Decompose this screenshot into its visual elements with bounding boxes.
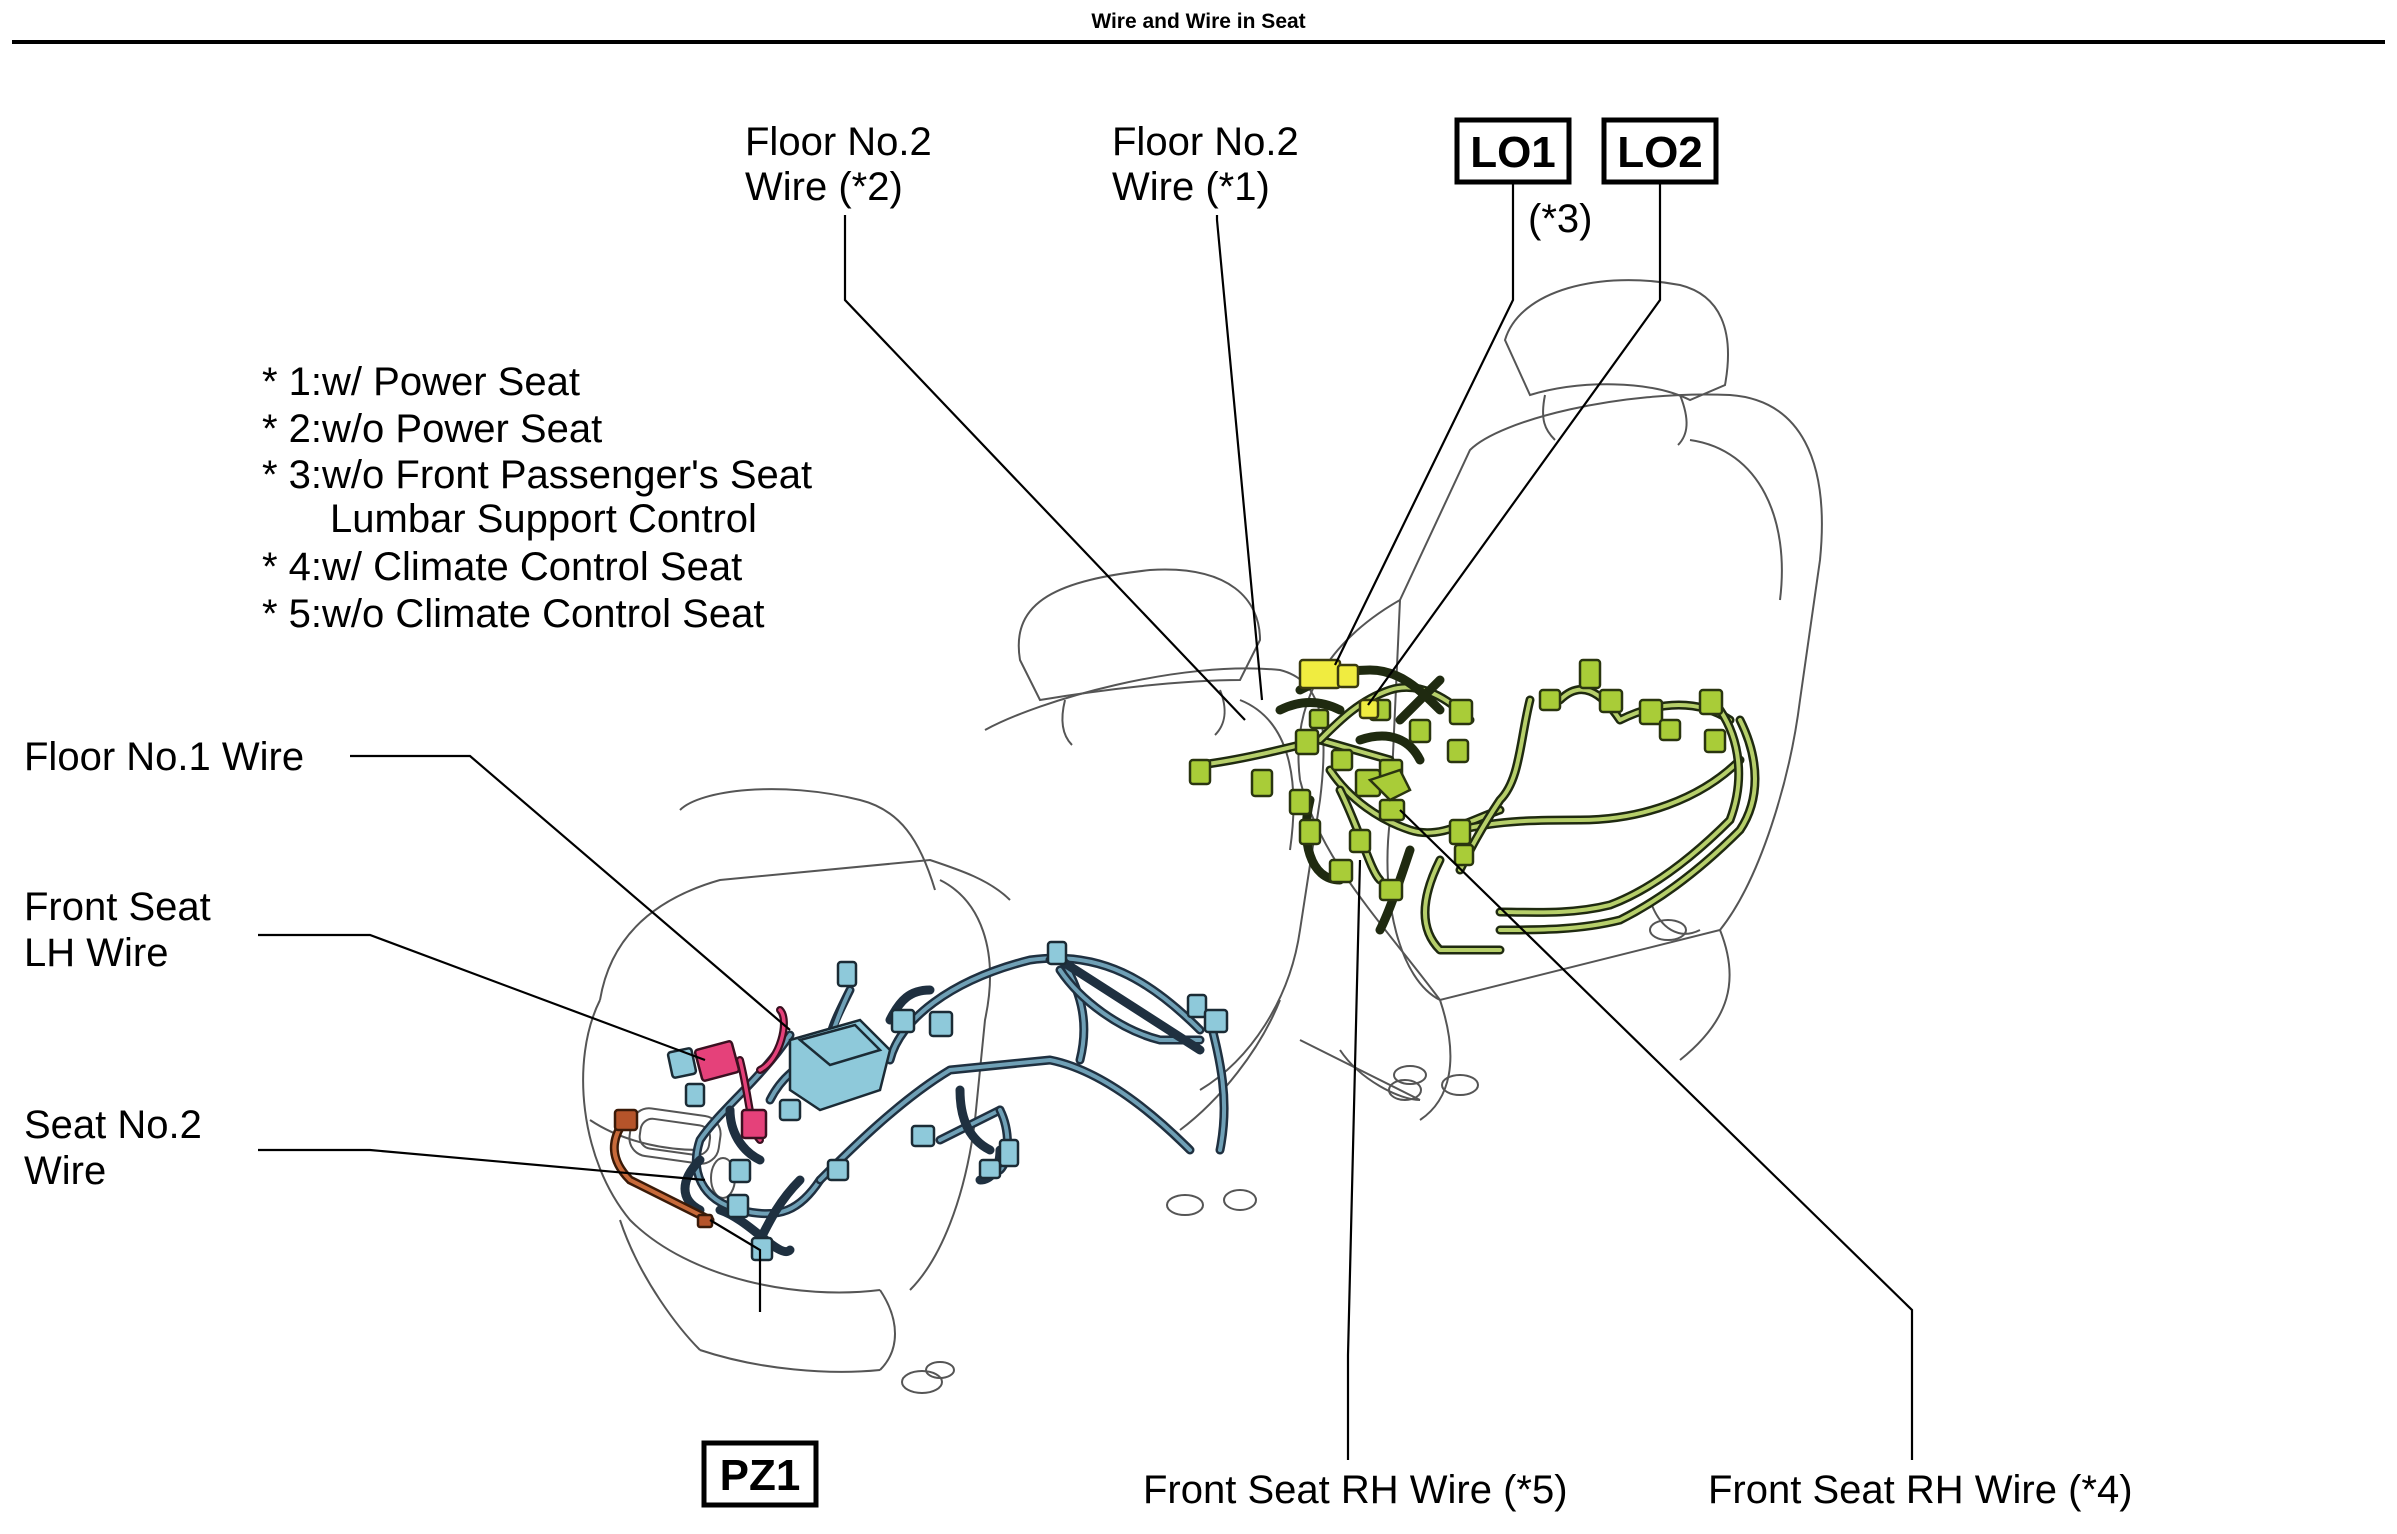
floor2-wire-1-line1: Floor No.2	[1112, 120, 1299, 164]
leader-front-seat-lh	[258, 933, 706, 1062]
floor2-wire-2-label: Floor No.2 Wire (*2)	[745, 120, 932, 209]
leader-floor2-wire1	[1215, 215, 1264, 701]
floor2-wire-2-line1: Floor No.2	[745, 120, 932, 164]
page-title: Wire and Wire in Seat	[1091, 10, 1306, 33]
pz1-tag: PZ1	[701, 1440, 819, 1508]
leader-floor1-wire	[350, 754, 791, 1031]
note-5: * 5:w/o Climate Control Seat	[262, 592, 764, 636]
note-3-cont: Lumbar Support Control	[330, 497, 757, 541]
pz1-tag-text: PZ1	[720, 1451, 801, 1500]
right-seat-outline	[1297, 279, 1823, 1121]
floor1-wire-label: Floor No.1 Wire	[24, 735, 304, 779]
leader-lo2	[1367, 180, 1662, 706]
lo1-tag-text: LO1	[1470, 128, 1556, 177]
floor2-wire-1-line2: Wire (*1)	[1112, 165, 1270, 209]
leader-pz1	[709, 1219, 762, 1312]
notes-block: * 1:w/ Power Seat * 2:w/o Power Seat * 3…	[262, 360, 812, 636]
leader-lo1	[1334, 180, 1515, 666]
note-2: * 2:w/o Power Seat	[262, 407, 602, 451]
note-4: * 4:w/ Climate Control Seat	[262, 545, 742, 589]
leader-front-seat-rh-4	[1399, 809, 1914, 1460]
floor2-wire-1-label: Floor No.2 Wire (*1)	[1112, 120, 1299, 209]
seat-no2-label: Seat No.2 Wire	[24, 1103, 202, 1193]
seat-no2-line1: Seat No.2	[24, 1103, 202, 1147]
note-1: * 1:w/ Power Seat	[262, 360, 580, 404]
front-seat-lh-line2: LH Wire	[24, 931, 168, 975]
front-seat-lh-harness	[609, 940, 1229, 1262]
lo2-tag: LO2	[1601, 117, 1719, 185]
leader-front-seat-rh-5	[1346, 859, 1362, 1460]
note-3: * 3:w/o Front Passenger's Seat	[262, 453, 812, 497]
leader-seat-no2	[258, 1148, 706, 1182]
seat-no2-line2: Wire	[24, 1149, 106, 1193]
lo1-tag: LO1	[1454, 117, 1572, 185]
title-rule	[12, 40, 2385, 44]
leader-floor2-wire2	[843, 215, 1246, 721]
front-seat-rh-harness	[1188, 658, 1760, 955]
front-seat-rh-4-label: Front Seat RH Wire (*4)	[1708, 1468, 2133, 1512]
lo1-note: (*3)	[1528, 197, 1592, 241]
leader-lines	[258, 180, 1914, 1460]
front-seat-lh-label: Front Seat LH Wire	[24, 885, 211, 975]
front-seat-lh-line1: Front Seat	[24, 885, 211, 929]
front-seat-rh-5-label: Front Seat RH Wire (*5)	[1143, 1468, 1568, 1512]
lo2-tag-text: LO2	[1617, 128, 1703, 177]
floor2-wire-2-line2: Wire (*2)	[745, 165, 903, 209]
